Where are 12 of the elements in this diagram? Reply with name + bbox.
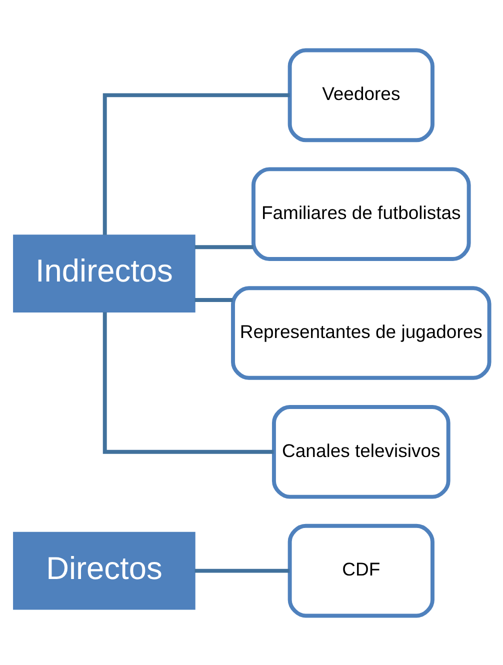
node-box: Representantes de jugadores	[231, 286, 492, 380]
node-box: Canales televisivos	[272, 404, 450, 498]
node-box: Directos	[13, 531, 196, 610]
node-box: Veedores	[288, 48, 434, 142]
node-box: Familiares de futbolistas	[252, 166, 471, 260]
connector	[102, 312, 274, 454]
connector	[194, 568, 290, 572]
connector	[194, 244, 254, 249]
node-box: Indirectos	[13, 234, 196, 312]
connector	[102, 92, 290, 234]
connector	[194, 297, 233, 302]
node-box: CDF	[288, 523, 434, 618]
